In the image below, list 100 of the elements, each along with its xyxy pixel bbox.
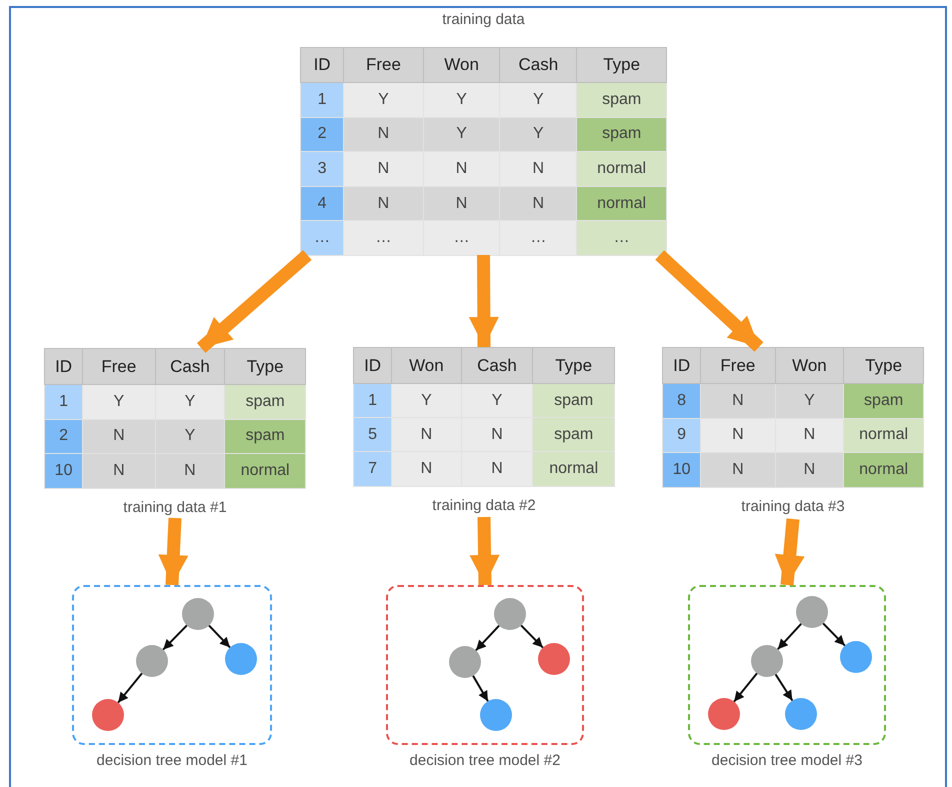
table-cell: 4 bbox=[300, 186, 344, 221]
table-cell: N bbox=[700, 452, 776, 487]
tree-node-circle bbox=[494, 598, 526, 630]
table-cell: N bbox=[423, 186, 500, 221]
table-cell: spam bbox=[576, 117, 666, 152]
table-cell: N bbox=[344, 186, 424, 221]
table-cell: N bbox=[155, 454, 225, 488]
arrow bbox=[777, 623, 802, 650]
table-cell: 1 bbox=[44, 384, 83, 419]
tree-node-circle bbox=[92, 699, 124, 731]
table-cell: normal bbox=[532, 452, 614, 486]
table-cell: spam bbox=[224, 384, 306, 419]
arrow bbox=[655, 250, 764, 352]
table-cell: … bbox=[300, 220, 344, 256]
table-cell: 1 bbox=[354, 384, 392, 418]
tree-node-circle bbox=[449, 646, 481, 678]
table-cell: spam bbox=[844, 384, 924, 418]
table-cell: 3 bbox=[300, 152, 344, 186]
column-header: Cash bbox=[500, 48, 577, 82]
arrow bbox=[196, 250, 312, 353]
table-cell: normal bbox=[844, 452, 924, 487]
table-cell: … bbox=[500, 220, 577, 256]
table-cell: normal bbox=[576, 186, 666, 221]
table-cell: spam bbox=[532, 418, 614, 452]
tree-node-circle bbox=[182, 598, 214, 630]
tree-node-circle bbox=[480, 699, 512, 731]
column-header: Won bbox=[392, 348, 462, 384]
table-cell: Y bbox=[155, 384, 225, 419]
table-cell: N bbox=[461, 418, 533, 452]
table-cell: normal bbox=[844, 418, 924, 452]
column-header: Type bbox=[844, 348, 924, 384]
table-cell: spam bbox=[532, 384, 614, 418]
table-cell: N bbox=[775, 452, 844, 487]
arrow bbox=[520, 624, 544, 648]
tree-node-circle bbox=[796, 596, 828, 628]
table-cell: N bbox=[461, 452, 533, 486]
table-cell: Y bbox=[500, 82, 577, 118]
table-cell: 10 bbox=[662, 452, 701, 487]
column-header: Type bbox=[224, 348, 306, 384]
table-caption: training data #2 bbox=[432, 496, 536, 514]
arrow bbox=[774, 674, 794, 702]
table-cell: N bbox=[500, 152, 577, 186]
table-cell: … bbox=[423, 220, 500, 256]
table-cell: spam bbox=[576, 82, 666, 118]
table-cell: N bbox=[775, 418, 844, 452]
tree-node-circle bbox=[751, 645, 783, 677]
table-cell: N bbox=[700, 418, 776, 452]
table-cell: 5 bbox=[354, 418, 392, 452]
column-header: ID bbox=[300, 48, 344, 82]
arrow bbox=[162, 624, 188, 650]
table-cell: Y bbox=[775, 384, 844, 418]
table-cell: Y bbox=[423, 82, 500, 118]
column-header: Cash bbox=[155, 348, 225, 384]
table-cell: Y bbox=[461, 384, 533, 418]
arrow bbox=[733, 672, 758, 702]
column-header: ID bbox=[662, 348, 701, 384]
arrow bbox=[470, 516, 500, 586]
table-cell: 9 bbox=[662, 418, 701, 452]
arrow bbox=[208, 624, 231, 648]
tree-node-circle bbox=[225, 643, 257, 675]
tree-node-circle bbox=[708, 698, 740, 730]
table-cell: 10 bbox=[44, 454, 83, 488]
table-cell: N bbox=[82, 419, 156, 454]
table-cell: Y bbox=[155, 419, 225, 454]
table-cell: Y bbox=[500, 117, 577, 152]
table-cell: 8 bbox=[662, 384, 701, 418]
table-cell: N bbox=[344, 117, 424, 152]
tree-node-circle bbox=[538, 643, 570, 675]
arrow bbox=[774, 518, 805, 586]
tree-node-circle bbox=[785, 698, 817, 730]
table-cell: N bbox=[423, 152, 500, 186]
column-header: ID bbox=[354, 348, 392, 384]
table-cell: 2 bbox=[44, 419, 83, 454]
tree-node-circle bbox=[840, 641, 872, 673]
table-cell: N bbox=[392, 418, 462, 452]
table-cell: N bbox=[500, 186, 577, 221]
column-header: Free bbox=[82, 348, 156, 384]
table-cell: Y bbox=[392, 384, 462, 418]
column-header: Won bbox=[423, 48, 500, 82]
model-caption: decision tree model #1 bbox=[96, 752, 248, 769]
column-header: Type bbox=[532, 348, 614, 384]
table-caption: training data #3 bbox=[741, 498, 845, 514]
arrow bbox=[468, 254, 499, 348]
column-header: Cash bbox=[461, 348, 533, 384]
column-header: Free bbox=[344, 48, 424, 82]
table-cell: … bbox=[576, 220, 666, 256]
table-cell: N bbox=[82, 454, 156, 488]
arrow bbox=[822, 622, 846, 646]
model-caption: decision tree model #3 bbox=[712, 752, 862, 769]
table-cell: normal bbox=[224, 454, 306, 488]
table-caption: training data bbox=[442, 11, 525, 28]
table-cell: 2 bbox=[300, 117, 344, 152]
column-header: ID bbox=[44, 348, 83, 384]
table-cell: N bbox=[344, 152, 424, 186]
column-header: Type bbox=[576, 48, 666, 82]
table-caption: training data #1 bbox=[123, 498, 227, 516]
table-cell: N bbox=[392, 452, 462, 486]
table-cell: Y bbox=[82, 384, 156, 419]
arrow bbox=[117, 672, 143, 704]
arrow bbox=[158, 518, 188, 586]
